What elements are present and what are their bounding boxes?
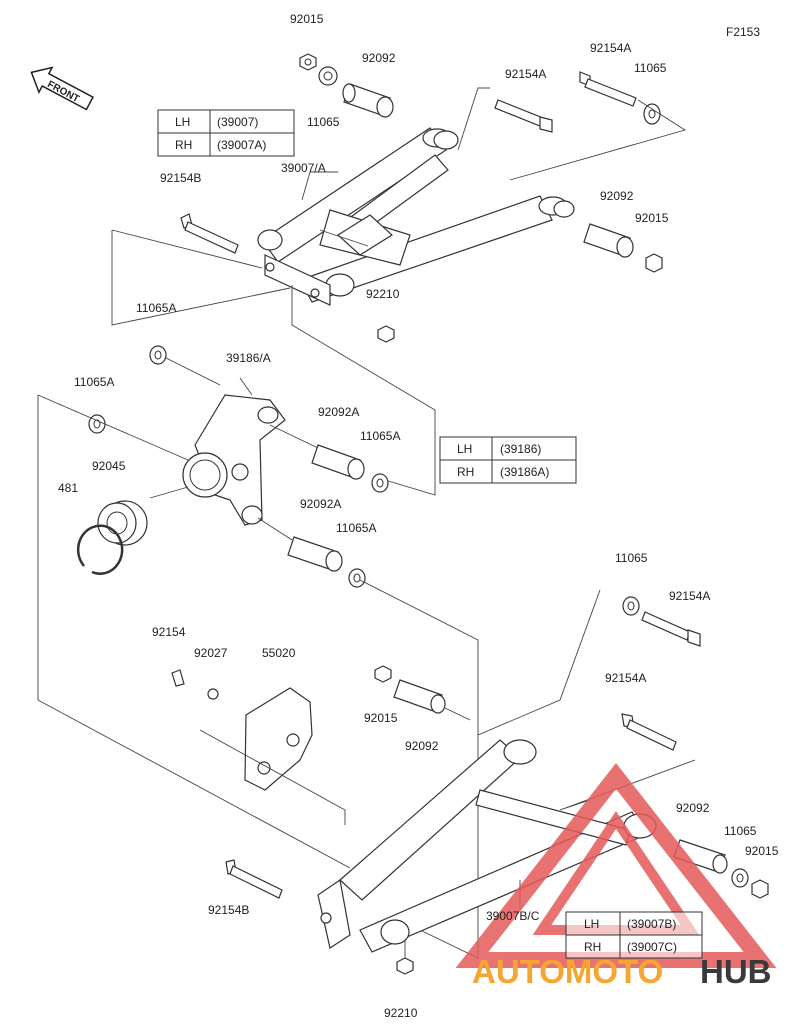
watermark-hub: HUB (700, 953, 772, 990)
part-label: 92015 (364, 711, 398, 725)
knuckle-39186 (182, 394, 286, 526)
part-label: 39007/A (281, 161, 326, 175)
part-label: 39007B/C (486, 909, 540, 923)
table-side-rh: RH (175, 138, 192, 152)
part-label: 92154 (152, 625, 186, 639)
washer-11065-lower-right (731, 868, 749, 888)
part-label: 92154A (505, 67, 546, 81)
part-label: 92154A (605, 671, 646, 685)
bolt-92154B-upper (180, 213, 239, 254)
part-label: 11065A (136, 301, 176, 315)
part-label: 92092 (600, 189, 634, 203)
part-label: 481 (58, 481, 78, 495)
part-label: 92015 (290, 12, 324, 26)
bolt-92154-small (171, 669, 185, 687)
table-code: (39007) (217, 115, 258, 129)
washer-11065-top-right (643, 103, 661, 125)
part-label: 92045 (92, 459, 126, 473)
bolt-92154A-lower-1 (641, 611, 701, 647)
bolt-92154B-lower (225, 859, 283, 899)
part-label: 92015 (635, 211, 669, 225)
washer-11065-lower (622, 596, 640, 616)
part-label: 11065A (336, 521, 376, 535)
watermark-auto: AUTOMOTO (472, 953, 663, 990)
bushing-92092-lower (393, 679, 446, 714)
bushing-92092-lower-right (673, 839, 728, 874)
part-label: 39186/A (226, 351, 271, 365)
washer-11065A-3 (371, 473, 389, 493)
table-39007B: LH (39007B) RH (39007C) (565, 911, 703, 959)
bearing-92045 (97, 500, 148, 546)
upper-a-arm (257, 127, 575, 306)
part-label: 92092 (676, 801, 710, 815)
front-arrow-icon: FRONT (30, 66, 95, 111)
part-label: 11065 (307, 115, 340, 129)
bushing-92092-top (342, 83, 394, 118)
table-code: (39007A) (217, 138, 266, 152)
figure-code: F2153 (726, 25, 760, 39)
table-side-lh: LH (584, 917, 599, 931)
part-label: 92210 (366, 287, 400, 301)
table-side-rh: RH (584, 940, 601, 954)
part-label: 92210 (384, 1006, 418, 1020)
part-label: 92092A (318, 405, 359, 419)
table-code: (39186A) (500, 465, 549, 479)
part-label: 92154B (160, 171, 201, 185)
part-label: 92154B (208, 903, 249, 917)
table-code: (39007B) (627, 917, 676, 931)
circlip-481 (76, 524, 124, 575)
nut-92210-lower (396, 957, 414, 975)
part-label: 92092A (300, 497, 341, 511)
table-side-rh: RH (457, 465, 474, 479)
part-label: 11065 (615, 551, 648, 565)
guard-plate-55020 (244, 687, 313, 791)
table-code: (39186) (500, 442, 541, 456)
part-label: 92154A (669, 589, 710, 603)
bushing-92092A-2 (287, 536, 343, 572)
lower-a-arm (317, 739, 657, 953)
table-code: (39007C) (627, 940, 677, 954)
nut-92015-top (299, 53, 317, 71)
washer-11065A-1 (149, 345, 167, 365)
table-side-lh: LH (457, 442, 472, 456)
washer-11065A-4 (348, 568, 366, 588)
part-label: 92154A (590, 41, 631, 55)
bushing-92092-top-right (583, 223, 634, 258)
nut-92015-top-right (645, 253, 663, 273)
part-label: 55020 (262, 646, 296, 660)
part-label: 92027 (194, 646, 228, 660)
nut-92015-lower (374, 665, 392, 683)
watermark-text: AUTOMOTO HUB (472, 953, 772, 990)
part-label: 11065 (634, 61, 667, 75)
part-label: 11065A (74, 375, 114, 389)
bolt-92154A-upper-1 (494, 99, 553, 133)
table-39007: LH (39007) RH (39007A) (157, 109, 295, 157)
part-label: 92092 (405, 739, 439, 753)
part-label: 92092 (362, 51, 396, 65)
bolt-92154A-upper-2 (579, 71, 637, 107)
washer-92027 (207, 688, 219, 700)
table-39186: LH (39186) RH (39186A) (439, 436, 577, 484)
part-label: 11065A (360, 429, 400, 443)
bushing-92092A-1 (311, 444, 365, 480)
washer-11065-top-left (318, 66, 338, 86)
nut-92015-lower-right (751, 879, 769, 899)
part-label: 92015 (745, 844, 779, 858)
nut-92210-top (377, 325, 395, 343)
table-side-lh: LH (175, 115, 190, 129)
part-labels: 92015 92092 92154A 11065 92154A 11065 39… (58, 12, 779, 1020)
part-label: 11065 (724, 824, 757, 838)
bolt-92154A-lower-2 (621, 713, 677, 751)
